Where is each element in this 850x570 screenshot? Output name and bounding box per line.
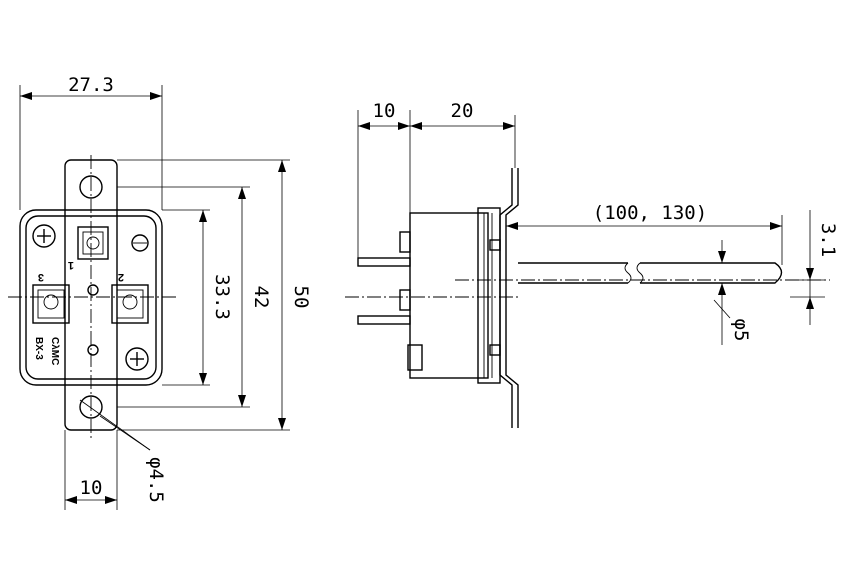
rivet-lower — [87, 344, 99, 356]
dim-front-height-total: 50 — [290, 286, 312, 309]
dim-mount-hole: φ4.5 — [145, 457, 167, 503]
model-marking: BX-3 — [33, 337, 44, 360]
dim-front-width: 27.3 — [68, 74, 114, 96]
terminal-nut-top — [399, 231, 411, 253]
dim-front-height-inner: 33.3 — [211, 274, 233, 320]
dim-front-height-mid: 42 — [250, 286, 272, 309]
terminal-1 — [77, 226, 109, 260]
dim-side-terminal: 10 — [373, 100, 396, 122]
terminal-3-label: 3 — [38, 271, 44, 283]
terminal-2 — [111, 284, 149, 324]
mount-hole-bottom — [79, 395, 103, 419]
dim-side-body: 20 — [451, 100, 474, 122]
terminal-3 — [32, 284, 70, 324]
dim-probe-offset: 3.1 — [817, 223, 839, 257]
side-view — [345, 168, 830, 428]
dim-probe-dia: φ5 — [730, 319, 752, 342]
terminal-tab-1 — [357, 257, 411, 267]
terminal-nut-bottom — [399, 289, 411, 311]
terminal-1-label: 1 — [68, 259, 74, 271]
screw-top-left — [32, 224, 56, 248]
rivet-center — [87, 284, 99, 296]
mount-hole-top — [79, 175, 103, 199]
probe-tube — [518, 262, 783, 284]
terminal-2-label: 2 — [118, 271, 124, 283]
dim-probe-length: (100, 130) — [593, 202, 707, 224]
brand-marking: CλMC — [49, 337, 60, 365]
terminal-tab-2 — [357, 315, 411, 325]
side-dimensions: 10 20 (100, 130) φ5 3.1 — [357, 100, 839, 345]
dim-flange-width: 10 — [80, 477, 103, 499]
front-dimensions: 27.3 33.3 42 50 10 φ4.5 — [19, 74, 312, 510]
cert-mark-icon — [131, 234, 149, 252]
front-view: 1 2 3 CλMC BX-3 — [8, 155, 176, 440]
screw-bottom-right — [125, 347, 149, 371]
side-boss — [407, 344, 423, 371]
side-flange — [477, 207, 501, 384]
